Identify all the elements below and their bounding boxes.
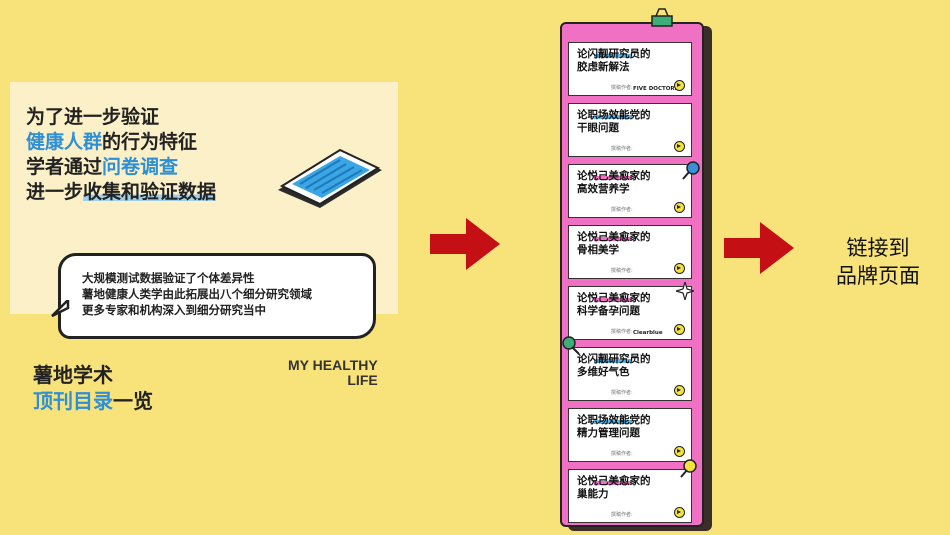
article-author-label: 撰稿作者:	[611, 512, 633, 518]
arrow-circle-icon[interactable]	[674, 446, 685, 457]
brand-tagline-line-1: MY HEALTHY	[288, 357, 378, 373]
article-title-line-1: 论闪靓研究员的	[577, 353, 651, 365]
headline-line-4: 进一步	[26, 181, 84, 203]
article-title: 论悦己美愈家的高效营养学	[577, 170, 651, 196]
article-title-line-1: 论悦己美愈家的	[577, 292, 651, 304]
article-card[interactable]: 论闪靓研究员的多维好气色撰稿作者:	[568, 347, 692, 401]
article-title-line-2: 骨相美学	[577, 244, 619, 256]
article-card[interactable]: 论悦己美愈家的高效营养学撰稿作者:	[568, 164, 692, 218]
title-highlight	[594, 359, 632, 363]
article-title: 论职场效能党的干眼问题	[577, 109, 651, 135]
catalog-title-line-1: 薯地学术	[33, 363, 113, 387]
article-title-line-2: 多维好气色	[577, 366, 630, 378]
brand-tagline: MY HEALTHY LIFE	[288, 358, 378, 388]
article-author-label: 撰稿作者:	[611, 207, 633, 213]
article-author-label: 撰稿作者:	[611, 268, 633, 274]
article-title-line-1: 论职场效能党的	[577, 109, 651, 121]
article-title-line-1: 论悦己美愈家的	[577, 231, 651, 243]
article-card[interactable]: 论悦己美愈家的骨相美学撰稿作者:	[568, 225, 692, 279]
article-title-line-1: 论职场效能党的	[577, 414, 651, 426]
article-author-label: 撰稿作者:	[611, 85, 633, 91]
article-title-line-2: 高效营养学	[577, 183, 630, 195]
article-title: 论闪靓研究员的胶虑新解法	[577, 48, 651, 74]
article-card[interactable]: 论悦己美愈家的巢能力撰稿作者:	[568, 469, 692, 523]
arrow-circle-icon[interactable]	[674, 385, 685, 396]
headline-line-2: 的行为特征	[102, 131, 198, 153]
binder-clip-icon	[651, 8, 673, 27]
title-highlight	[594, 54, 632, 58]
title-highlight	[594, 176, 632, 180]
article-title-line-1: 论闪靓研究员的	[577, 48, 651, 60]
article-title: 论悦己美愈家的骨相美学	[577, 231, 651, 257]
article-card[interactable]: 论悦己美愈家的科学备孕问题撰稿作者:Clearblue	[568, 286, 692, 340]
article-card[interactable]: 论闪靓研究员的胶虑新解法撰稿作者:FIVE DOCTORS	[568, 42, 692, 96]
arrow-circle-icon[interactable]	[674, 80, 685, 91]
article-author-label: 撰稿作者:	[611, 390, 633, 396]
headline-line-3: 学者通过	[26, 156, 103, 178]
article-card[interactable]: 论职场效能党的精力管理问题撰稿作者:	[568, 408, 692, 462]
article-title-line-1: 论悦己美愈家的	[577, 170, 651, 182]
brand-page-link-line-1: 链接到	[846, 236, 910, 260]
article-author-label: 撰稿作者:	[611, 329, 633, 335]
arrow-circle-icon[interactable]	[674, 202, 685, 213]
article-title-line-2: 科学备孕问题	[577, 305, 640, 317]
article-title: 论悦己美愈家的巢能力	[577, 475, 651, 501]
brand-page-link[interactable]: 链接到 品牌页面	[836, 234, 920, 290]
article-brand-logo: FIVE DOCTORS	[633, 86, 679, 92]
bubble-line-3: 更多专家和机构深入到细分研究当中	[82, 303, 266, 317]
article-title-line-2: 干眼问题	[577, 122, 619, 134]
title-highlight	[594, 237, 632, 241]
brand-page-link-line-2: 品牌页面	[836, 264, 920, 288]
arrow-right-icon	[430, 218, 500, 270]
article-title-line-1: 论悦己美愈家的	[577, 475, 651, 487]
article-title-line-2: 精力管理问题	[577, 427, 640, 439]
title-highlight	[594, 420, 632, 424]
article-author-label: 撰稿作者:	[611, 146, 633, 152]
article-brand-logo: Clearblue	[633, 330, 663, 336]
catalog-title: 薯地学术 顶刊目录一览	[33, 362, 153, 414]
speech-bubble	[58, 253, 376, 339]
arrow-circle-icon[interactable]	[674, 263, 685, 274]
headline: 为了进一步验证 健康人群的行为特征 学者通过问卷调查 进一步收集和验证数据	[26, 105, 217, 205]
catalog-title-highlight: 顶刊目录	[33, 389, 113, 413]
book-illustration	[278, 148, 382, 208]
headline-highlight-data: 收集和验证数据	[83, 181, 217, 203]
article-title: 论职场效能党的精力管理问题	[577, 414, 651, 440]
arrow-circle-icon[interactable]	[674, 324, 685, 335]
article-author-label: 撰稿作者:	[611, 451, 633, 457]
arrow-circle-icon[interactable]	[674, 507, 685, 518]
bubble-line-2: 薯地健康人类学由此拓展出八个细分研究领域	[82, 287, 312, 301]
speech-bubble-tail	[51, 300, 70, 318]
headline-line-1: 为了进一步验证	[26, 106, 160, 128]
title-highlight	[594, 481, 632, 485]
headline-highlight-healthy-group: 健康人群	[26, 131, 103, 153]
sparkle-icon	[676, 282, 694, 300]
article-card[interactable]: 论职场效能党的干眼问题撰稿作者:	[568, 103, 692, 157]
arrow-right-icon	[724, 222, 794, 274]
catalog-title-line-2: 一览	[113, 389, 153, 413]
bubble-line-1: 大规模测试数据验证了个体差异性	[82, 271, 255, 285]
article-title-line-2: 巢能力	[577, 488, 609, 500]
bubble-text: 大规模测试数据验证了个体差异性 薯地健康人类学由此拓展出八个细分研究领域 更多专…	[82, 270, 312, 318]
pushpin-icon	[682, 161, 700, 180]
article-title: 论悦己美愈家的科学备孕问题	[577, 292, 651, 318]
arrow-circle-icon[interactable]	[674, 141, 685, 152]
title-highlight	[594, 298, 632, 302]
article-title: 论闪靓研究员的多维好气色	[577, 353, 651, 379]
brand-tagline-line-2: LIFE	[347, 372, 378, 388]
headline-highlight-survey: 问卷调查	[102, 156, 179, 178]
title-highlight	[594, 115, 632, 119]
pushpin-icon	[680, 459, 697, 478]
article-title-line-2: 胶虑新解法	[577, 61, 630, 73]
pushpin-icon	[562, 336, 580, 355]
